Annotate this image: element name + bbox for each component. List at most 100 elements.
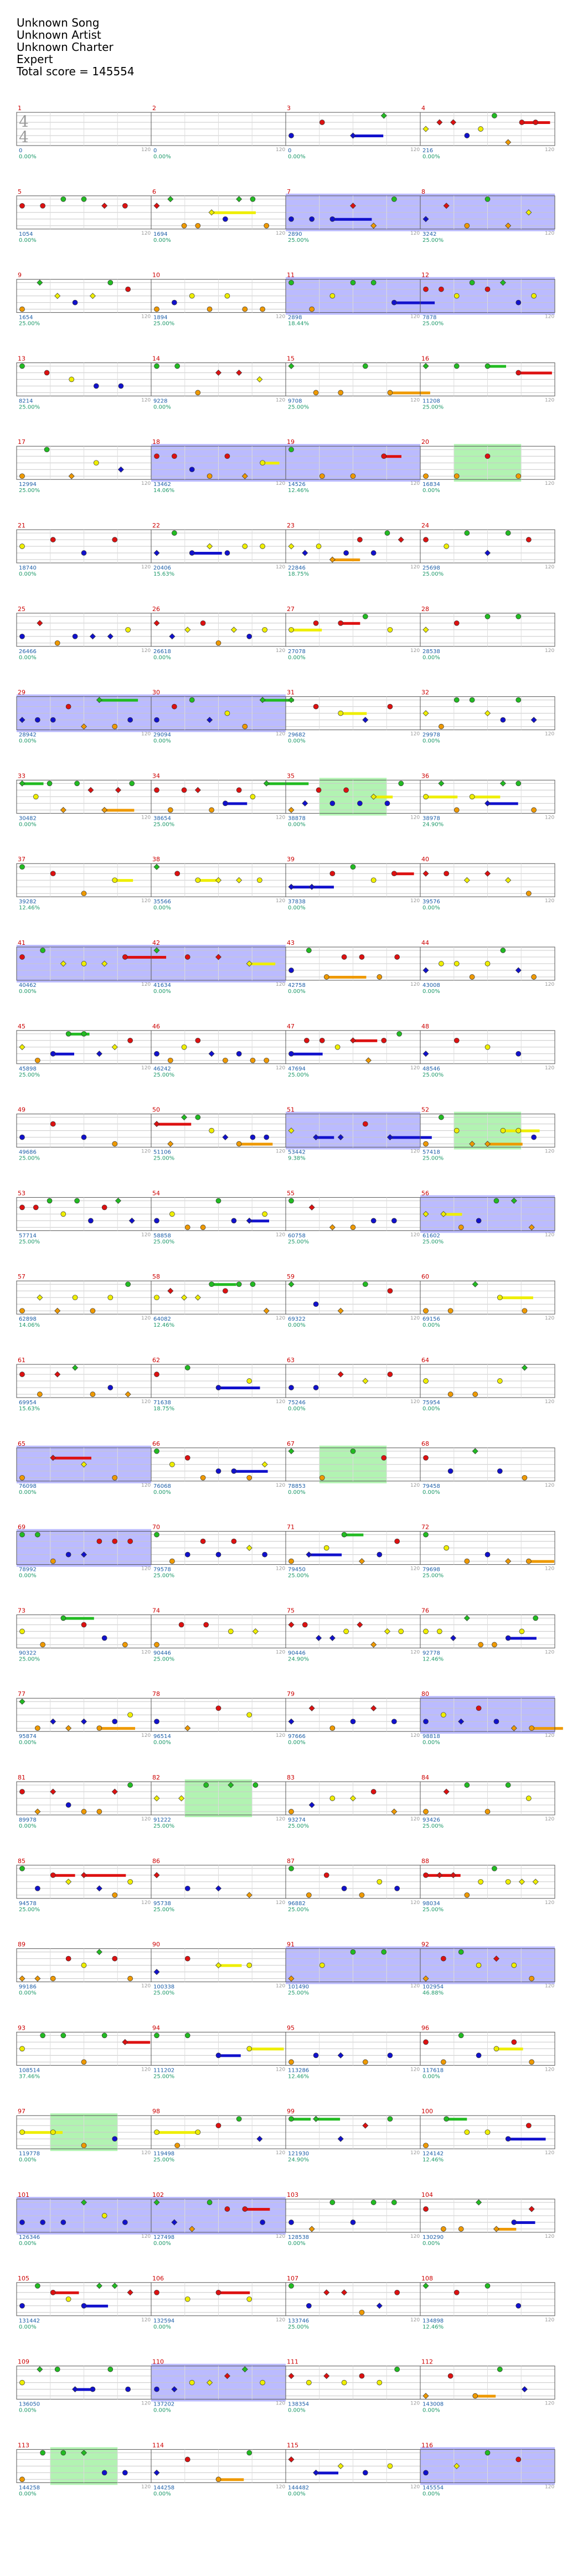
hopo-note	[316, 1634, 322, 1641]
measure-percent: 0.00%	[153, 2241, 171, 2247]
bpm-marker: 120	[410, 2150, 420, 2156]
bpm-marker: 120	[545, 2067, 554, 2072]
note	[511, 1962, 517, 1968]
bpm-marker: 120	[410, 1483, 420, 1488]
note	[224, 293, 230, 299]
measure-score: 2890	[288, 231, 302, 237]
measure-number: 71	[287, 1524, 295, 1531]
measure-percent: 25.00%	[422, 1239, 444, 1245]
note	[319, 473, 325, 479]
measure-number: 115	[287, 2441, 298, 2449]
note	[423, 1628, 429, 1634]
note	[384, 800, 390, 806]
note	[341, 954, 347, 960]
note	[74, 1198, 80, 1204]
note	[101, 1204, 107, 1211]
bpm-marker: 120	[545, 147, 554, 153]
note	[122, 2470, 128, 2476]
hopo-note	[81, 1551, 87, 1558]
sustain-bar	[394, 872, 414, 876]
hopo-note	[153, 1872, 160, 1879]
note	[215, 1198, 221, 1204]
hopo-note	[115, 787, 121, 793]
note	[127, 1037, 133, 1043]
hopo-note	[37, 2366, 43, 2373]
measure-number: 52	[421, 1106, 429, 1114]
note	[47, 1198, 53, 1204]
measure-percent: 25.00%	[288, 237, 309, 244]
hopo-note	[50, 1718, 56, 1725]
measure-score: 111202	[153, 2067, 174, 2073]
note	[96, 1538, 102, 1544]
hopo-note	[484, 550, 491, 556]
measure-number: 38	[152, 856, 160, 863]
note	[184, 1956, 190, 1962]
note	[362, 2470, 368, 2476]
hopo-note	[422, 363, 429, 369]
measure-score: 62898	[19, 1316, 37, 1322]
note	[19, 864, 25, 870]
measure-score: 101490	[288, 1984, 309, 1990]
measure-number: 16	[421, 355, 429, 362]
hopo-note	[153, 1969, 160, 1975]
measure-percent: 0.00%	[288, 655, 306, 661]
hopo-note	[337, 1371, 344, 1378]
bpm-marker: 120	[141, 815, 151, 820]
note	[493, 1198, 499, 1204]
measure-percent: 0.00%	[288, 905, 306, 911]
hopo-note	[505, 139, 512, 146]
note	[101, 1635, 107, 1641]
note	[453, 363, 460, 369]
bpm-marker: 120	[410, 1399, 420, 1405]
note	[531, 974, 537, 980]
hopo-note	[450, 1634, 457, 1641]
note	[37, 1392, 43, 1397]
note	[505, 2136, 511, 2142]
hopo-note	[422, 967, 429, 974]
hopo-note	[302, 550, 308, 556]
sustain-bar	[198, 879, 220, 882]
measure-score: 79698	[422, 1567, 440, 1573]
note	[181, 223, 187, 229]
note	[112, 537, 118, 542]
hopo-note	[350, 203, 356, 209]
sustain-bar	[262, 699, 294, 702]
note	[264, 1134, 270, 1140]
measure-score: 90446	[153, 1650, 171, 1656]
measure-percent: 37.46%	[19, 2073, 40, 2080]
note	[343, 550, 349, 556]
bpm-marker: 120	[276, 1900, 285, 1906]
measure-percent: 0.00%	[153, 2408, 171, 2414]
hopo-note	[34, 1808, 41, 1815]
measure-percent: 0.00%	[422, 1322, 440, 1328]
note	[423, 1809, 429, 1814]
note	[189, 467, 195, 473]
measure-score: 3242	[422, 231, 436, 237]
note	[387, 390, 393, 396]
bpm-marker: 120	[276, 1399, 285, 1405]
measure-percent: 0.00%	[422, 738, 440, 744]
note	[423, 2470, 429, 2476]
measure-score: 96882	[288, 1901, 306, 1907]
hopo-note	[171, 2386, 178, 2393]
note	[54, 2366, 60, 2372]
note	[154, 2032, 159, 2039]
bpm-marker: 120	[141, 1649, 151, 1655]
measure-score: 29682	[288, 732, 306, 738]
measure-percent: 0.00%	[153, 2324, 171, 2330]
hopo-note	[241, 2366, 248, 2373]
hopo-note	[313, 2115, 319, 2122]
hopo-note	[370, 223, 377, 229]
note	[398, 1628, 404, 1634]
measure-percent: 0.00%	[19, 1990, 37, 1996]
measure-number: 84	[421, 1774, 429, 1781]
note	[469, 697, 475, 703]
note	[469, 794, 475, 800]
measure-percent: 0.00%	[153, 154, 171, 160]
measure-percent: 0.00%	[19, 1740, 37, 1746]
note	[484, 2283, 491, 2289]
note	[19, 2303, 25, 2309]
measure-number: 15	[287, 355, 295, 362]
note	[484, 961, 491, 966]
measure-number: 76	[421, 1607, 429, 1614]
